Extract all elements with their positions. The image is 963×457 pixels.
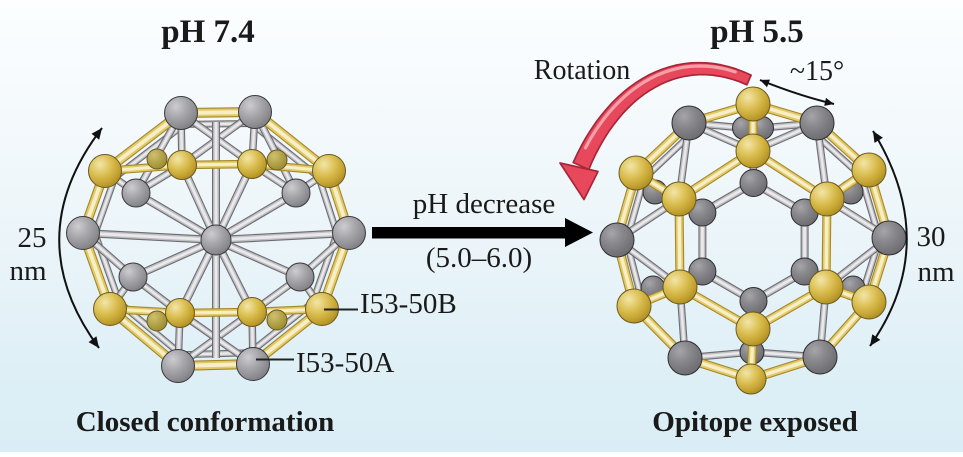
svg-text:pH 5.5: pH 5.5 [710, 14, 804, 50]
svg-text:pH decrease: pH decrease [413, 188, 556, 220]
svg-text:25: 25 [18, 222, 47, 254]
svg-text:I53-50A: I53-50A [296, 347, 394, 379]
svg-text:pH 7.4: pH 7.4 [161, 14, 255, 50]
svg-text:Rotation: Rotation [534, 55, 630, 86]
svg-text:(5.0–6.0): (5.0–6.0) [426, 242, 532, 274]
svg-text:Closed conformation: Closed conformation [76, 406, 335, 438]
svg-text:nm: nm [9, 255, 47, 287]
svg-text:~15°: ~15° [790, 56, 844, 87]
svg-text:Opitope exposed: Opitope exposed [652, 406, 857, 438]
svg-text:30: 30 [917, 221, 946, 253]
svg-text:I53-50B: I53-50B [360, 288, 457, 320]
svg-text:nm: nm [917, 256, 955, 288]
